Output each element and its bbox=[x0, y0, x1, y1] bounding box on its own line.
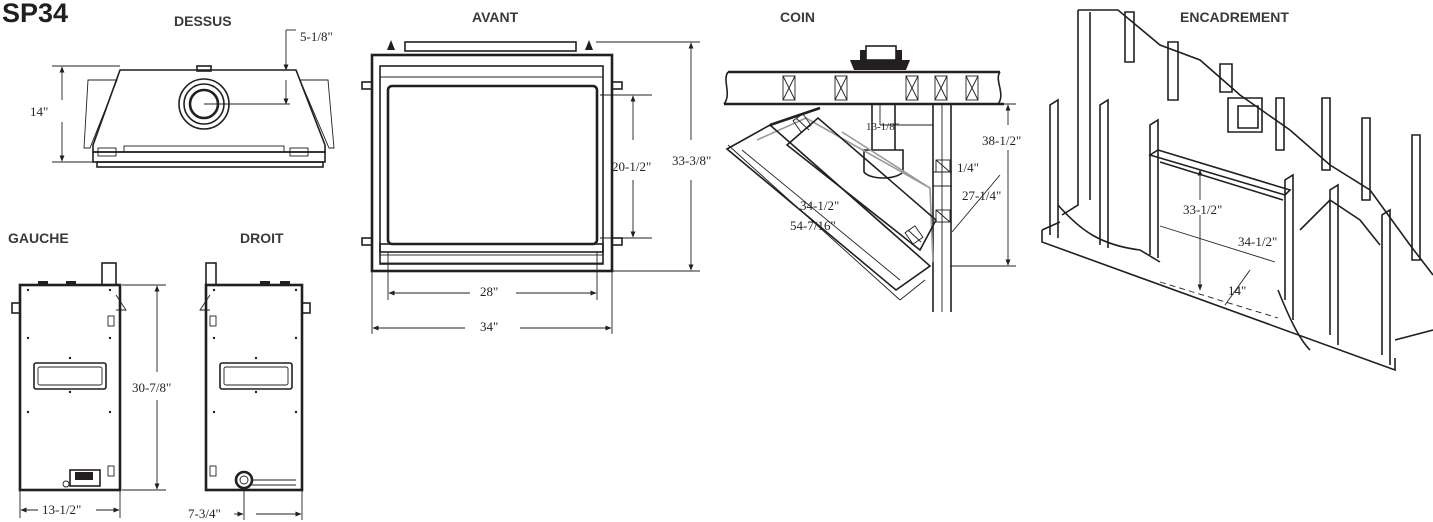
front-dim-33-3-8: 33-3/8" bbox=[672, 153, 711, 168]
left-view: GAUCHE 30-7/8" 13-1 bbox=[8, 230, 171, 518]
top-view-label: DESSUS bbox=[174, 13, 232, 29]
front-dim-34: 34" bbox=[480, 319, 498, 334]
top-view: DESSUS 5-1/8" 14" bbox=[30, 13, 335, 168]
top-dim-14: 14" bbox=[30, 104, 48, 119]
corner-dim-1-4: 1/4" bbox=[957, 160, 979, 175]
corner-view: COIN bbox=[723, 9, 1021, 312]
right-view-label: DROIT bbox=[240, 230, 284, 246]
front-dim-20-1-2: 20-1/2" bbox=[612, 159, 651, 174]
corner-dim-13-1-8: 13-1/8" bbox=[866, 121, 899, 133]
corner-dim-27-1-4: 27-1/4" bbox=[962, 188, 1001, 203]
corner-view-label: COIN bbox=[780, 9, 815, 25]
left-view-label: GAUCHE bbox=[8, 230, 69, 246]
left-dim-13-1-2: 13-1/2" bbox=[42, 502, 81, 517]
framing-dim-14: 14" bbox=[1228, 283, 1246, 298]
framing-dim-34-1-2: 34-1/2" bbox=[1238, 234, 1277, 249]
corner-dim-34-1-2: 34-1/2" bbox=[800, 198, 839, 213]
right-dim-7-3-4: 7-3/4" bbox=[188, 506, 221, 521]
framing-view: ENCADREMENT bbox=[1041, 9, 1433, 372]
top-dim-5-1-8: 5-1/8" bbox=[300, 29, 333, 44]
corner-dim-38-1-2: 38-1/2" bbox=[982, 133, 1021, 148]
model-name: SP34 bbox=[2, 0, 68, 28]
right-view: DROIT 7-3/4" bbox=[188, 230, 311, 521]
corner-dim-54-7-16: 54-7/16" bbox=[790, 218, 836, 233]
front-view-label: AVANT bbox=[472, 9, 519, 25]
framing-dim-33-1-2: 33-1/2" bbox=[1183, 202, 1222, 217]
left-dim-30-7-8: 30-7/8" bbox=[132, 380, 171, 395]
framing-view-label: ENCADREMENT bbox=[1180, 9, 1289, 25]
front-view: AVANT 20-1/2" 33-3/8" 2 bbox=[361, 9, 711, 334]
front-dim-28: 28" bbox=[480, 284, 498, 299]
